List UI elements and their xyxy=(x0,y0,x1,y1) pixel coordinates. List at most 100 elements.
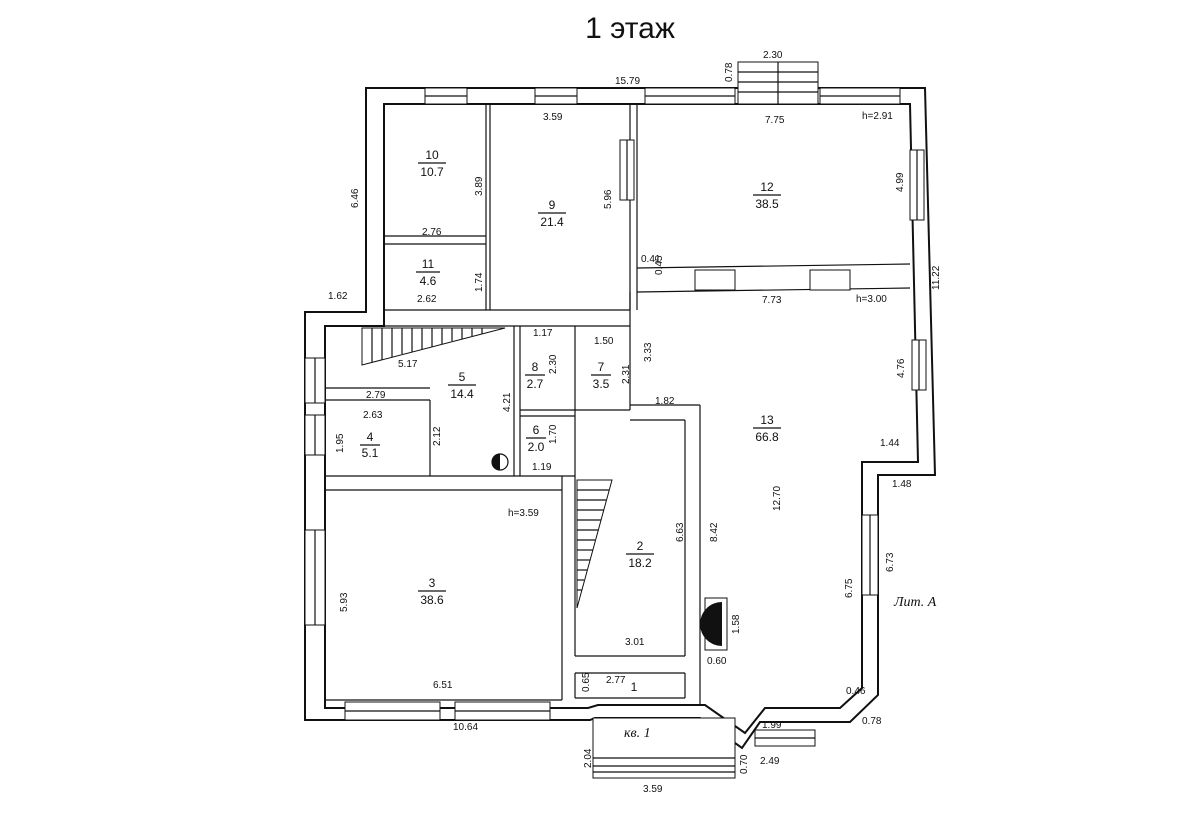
dimension-label: 1.44 xyxy=(880,438,900,449)
dimension-label: 0.78 xyxy=(862,716,882,727)
dimension-label: 0.60 xyxy=(707,656,727,667)
svg-text:5.1: 5.1 xyxy=(362,446,379,460)
dimension-label: 1.99 xyxy=(762,720,782,731)
dimension-label: 1.62 xyxy=(328,291,348,302)
dimension-label: 6.73 xyxy=(885,552,896,572)
windows xyxy=(304,87,927,747)
dimension-label: 3.59 xyxy=(543,112,563,123)
room-12: 12 38.5 xyxy=(753,180,781,211)
room-labels: 1 2 18.2 3 38.6 4 5.1 5 14.4 6 2.0 7 xyxy=(360,148,781,694)
dimension-label: 1.74 xyxy=(474,272,485,292)
svg-text:13: 13 xyxy=(760,413,774,427)
dimension-label: 2.62 xyxy=(417,294,437,305)
dimension-label: 2.30 xyxy=(763,50,783,61)
svg-text:1: 1 xyxy=(631,680,638,694)
dimension-label: 0.65 xyxy=(581,672,592,692)
room-10: 10 10.7 xyxy=(418,148,446,179)
dimension-label: 6.63 xyxy=(675,522,686,542)
room-8: 8 2.7 xyxy=(525,360,545,391)
ceiling-heights: h=2.91 h=3.00 h=3.59 xyxy=(508,111,893,519)
room-2: 2 18.2 xyxy=(626,539,654,570)
dimension-label: 6.51 xyxy=(433,680,453,691)
svg-text:2: 2 xyxy=(637,539,644,553)
dimension-label: 0.46 xyxy=(846,686,866,697)
dimension-label: 15.79 xyxy=(615,76,640,87)
dimension-label: 5.17 xyxy=(398,359,418,370)
dimension-label: 1.58 xyxy=(731,614,742,634)
dimension-label: 2.04 xyxy=(583,748,594,768)
dimension-label: 4.99 xyxy=(895,172,906,192)
dimension-label: 0.45 xyxy=(654,255,665,275)
dimension-label: 1.70 xyxy=(548,424,559,444)
svg-text:2.7: 2.7 xyxy=(527,377,544,391)
svg-text:5: 5 xyxy=(459,370,466,384)
room-9: 9 21.4 xyxy=(538,198,566,229)
svg-text:11: 11 xyxy=(422,257,435,271)
dimension-label: 2.49 xyxy=(760,756,780,767)
room-11: 11 4.6 xyxy=(416,257,440,288)
dimension-label: 1.50 xyxy=(594,336,614,347)
dimension-label: 0.41 xyxy=(641,254,661,265)
dimension-label: 2.31 xyxy=(621,364,632,384)
dimension-label: 1.95 xyxy=(335,433,346,453)
room-5: 5 14.4 xyxy=(448,370,476,401)
dimension-label: 0.78 xyxy=(724,62,735,82)
room-6: 6 2.0 xyxy=(526,423,546,454)
room-13: 13 66.8 xyxy=(753,413,781,444)
svg-text:9: 9 xyxy=(549,198,556,212)
dimension-label: 4.21 xyxy=(502,392,513,412)
svg-text:2.0: 2.0 xyxy=(528,440,545,454)
room-1: 1 xyxy=(631,680,638,694)
svg-text:3: 3 xyxy=(429,576,436,590)
dimension-label: 2.12 xyxy=(432,426,443,446)
svg-text:7: 7 xyxy=(598,360,605,374)
dimension-label: 7.73 xyxy=(762,295,782,306)
dimension-label: 7.75 xyxy=(765,115,785,126)
floor-title: 1 этаж xyxy=(585,12,675,45)
room-3: 3 38.6 xyxy=(418,576,446,607)
svg-text:18.2: 18.2 xyxy=(628,556,652,570)
dimension-label: 1.19 xyxy=(532,462,552,473)
fireplace xyxy=(491,453,728,651)
dimension-label: 1.17 xyxy=(533,328,553,339)
svg-text:38.6: 38.6 xyxy=(420,593,444,607)
svg-text:6: 6 xyxy=(533,423,540,437)
svg-text:38.5: 38.5 xyxy=(755,197,779,211)
dimension-label: 0.70 xyxy=(739,754,750,774)
dimension-label: 6.75 xyxy=(844,578,855,598)
dimension-label: 2.63 xyxy=(363,410,383,421)
svg-text:14.4: 14.4 xyxy=(450,387,474,401)
partition-walls xyxy=(325,104,911,705)
svg-text:3.5: 3.5 xyxy=(593,377,610,391)
dimension-label: 5.96 xyxy=(603,189,614,209)
dimension-label: 2.76 xyxy=(422,227,442,238)
height-label: h=3.00 xyxy=(856,294,887,305)
staircases xyxy=(361,327,613,609)
svg-text:8: 8 xyxy=(532,360,539,374)
dimension-label: 3.89 xyxy=(474,176,485,196)
dimension-label: 5.93 xyxy=(339,592,350,612)
dimension-label: 3.33 xyxy=(643,342,654,362)
kv-label: кв. 1 xyxy=(624,726,651,741)
room-7: 7 3.5 xyxy=(591,360,611,391)
svg-text:10.7: 10.7 xyxy=(420,165,444,179)
dimension-label: 10.64 xyxy=(453,722,478,733)
dimension-label: 2.79 xyxy=(366,390,386,401)
svg-text:12: 12 xyxy=(760,180,774,194)
dimension-label: 2.77 xyxy=(606,675,626,686)
outer-walls xyxy=(304,87,937,750)
dimension-label: 12.70 xyxy=(772,486,783,511)
dimension-labels: 15.79 2.30 0.78 7.75 3.59 6.46 3.89 5.96… xyxy=(328,50,942,795)
height-label: h=3.59 xyxy=(508,508,539,519)
svg-text:10: 10 xyxy=(425,148,439,162)
dimension-label: 11.22 xyxy=(931,265,942,290)
dimension-label: 8.42 xyxy=(709,522,720,542)
dimension-label: 4.76 xyxy=(896,358,907,378)
dimension-label: 3.01 xyxy=(625,637,645,648)
height-label: h=2.91 xyxy=(862,111,893,122)
svg-text:4.6: 4.6 xyxy=(420,274,437,288)
svg-text:21.4: 21.4 xyxy=(540,215,564,229)
room-4: 4 5.1 xyxy=(360,430,380,460)
dimension-label: 1.82 xyxy=(655,396,675,407)
